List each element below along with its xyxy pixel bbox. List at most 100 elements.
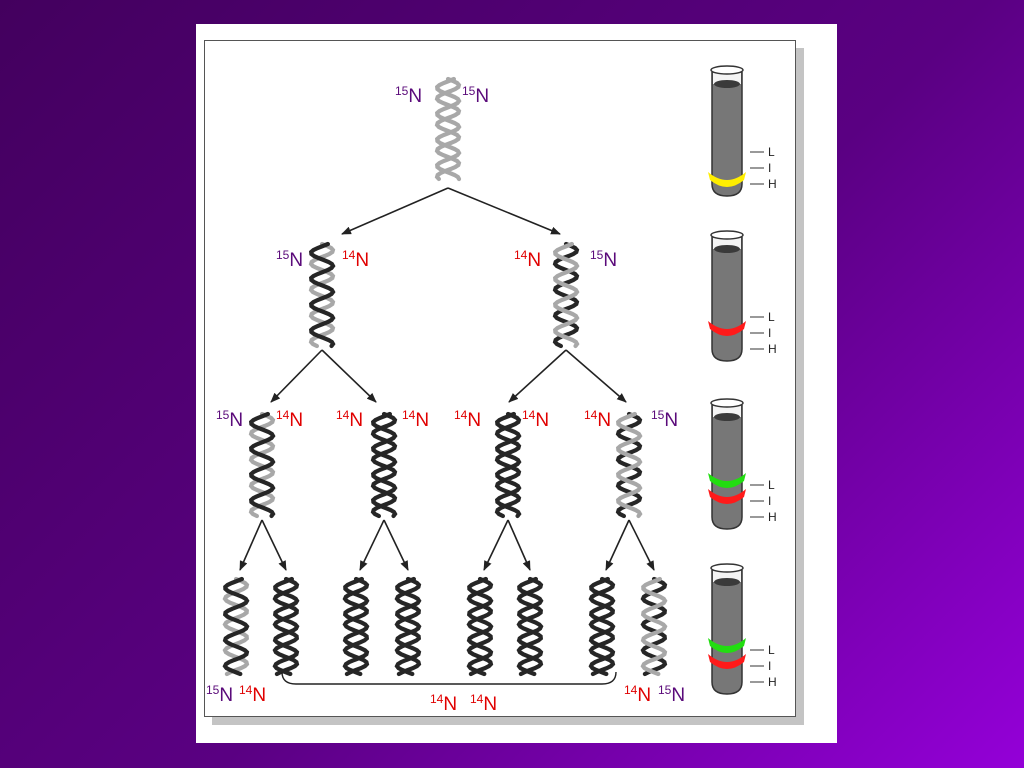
label-gen1-0-right-mass: 14 [342, 248, 356, 262]
helix-gen1-1 [552, 241, 580, 349]
figure-frame [204, 40, 796, 717]
helix-gen2-2 [494, 411, 522, 519]
tube-label-light: L [768, 478, 775, 492]
tube-body [711, 72, 743, 197]
helix-gen2-1 [370, 411, 398, 519]
label-gen3-hybrid-right-b-mass: 15 [658, 683, 672, 697]
label-gen1-1-right: 15N [590, 248, 617, 271]
label-gen1-1-left: 14N [514, 248, 541, 271]
arrow-gen2-3-left [605, 519, 630, 571]
label-gen2-2-left-mass: 14 [454, 408, 468, 422]
tube-meniscus [714, 413, 740, 421]
helix-gen2-0 [248, 411, 276, 519]
tube-label-intermediate: I [768, 326, 771, 340]
tube-label-intermediate: I [768, 659, 771, 673]
tube-label-light: L [768, 643, 775, 657]
label-gen3-light-a-symbol: N [443, 694, 457, 715]
label-gen3-hybrid-right-a-mass: 14 [624, 683, 638, 697]
label-gen2-0-right: 14N [276, 408, 303, 431]
helix-gen3-2 [342, 576, 370, 677]
label-gen2-1-left-symbol: N [349, 410, 363, 431]
centrifuge-tube-2: LIH [708, 230, 777, 362]
tube-rim [710, 230, 744, 240]
label-gen3-light-b-symbol: N [483, 694, 497, 715]
label-gen3-light-a: 14N [430, 692, 457, 715]
label-gen2-1-left-mass: 14 [336, 408, 350, 422]
helix-gen3-0 [222, 576, 250, 677]
label-gen3-hybrid-right-b-symbol: N [671, 685, 685, 706]
arrow-gen2-2-left [483, 519, 509, 571]
label-gen3-hybrid-left-a-mass: 15 [206, 683, 220, 697]
arrow-gen1-0-right [321, 349, 377, 403]
tube-meniscus [714, 578, 740, 586]
label-gen1-1-left-mass: 14 [514, 248, 528, 262]
tube-rim [710, 563, 744, 573]
label-gen0-right-symbol: N [475, 86, 489, 107]
label-gen2-3-right: 15N [651, 408, 678, 431]
helix-gen1-0 [308, 241, 336, 349]
label-gen2-3-right-mass: 15 [651, 408, 665, 422]
arrow-gen0-left [341, 187, 449, 235]
label-gen2-0-left-symbol: N [229, 410, 243, 431]
helix-gen3-7 [640, 576, 668, 677]
helix-gen3-1 [272, 576, 300, 677]
label-gen2-3-left: 14N [584, 408, 611, 431]
arrow-gen2-1-left [359, 519, 385, 571]
label-gen2-0-left-mass: 15 [216, 408, 230, 422]
tube-meniscus [714, 80, 740, 88]
arrow-gen0-right [447, 187, 561, 235]
tube-label-light: L [768, 310, 775, 324]
centrifuge-tube-1: LIH [708, 65, 777, 197]
tube-rim [710, 65, 744, 75]
label-gen3-hybrid-left-b-symbol: N [252, 685, 266, 706]
arrow-gen1-1-left [508, 349, 567, 403]
band-heavy [708, 172, 746, 187]
label-gen0-left-mass: 15 [395, 84, 409, 98]
label-gen2-2-right-symbol: N [535, 410, 549, 431]
label-gen1-1-right-symbol: N [603, 250, 617, 271]
band-intermediate [708, 321, 746, 336]
label-gen3-hybrid-left-b-mass: 14 [239, 683, 253, 697]
label-gen1-1-right-mass: 15 [590, 248, 604, 262]
label-gen1-0-left-mass: 15 [276, 248, 290, 262]
label-gen2-3-right-symbol: N [664, 410, 678, 431]
light-dna-bracket [281, 671, 617, 685]
label-gen1-1-left-symbol: N [527, 250, 541, 271]
tube-meniscus [714, 245, 740, 253]
helix-gen3-3 [394, 576, 422, 677]
label-gen3-light-a-mass: 14 [430, 692, 444, 706]
label-gen3-light-b-mass: 14 [470, 692, 484, 706]
label-gen3-hybrid-left-a-symbol: N [219, 685, 233, 706]
band-light [708, 473, 746, 488]
helix-gen3-5 [516, 576, 544, 677]
label-gen2-3-left-symbol: N [597, 410, 611, 431]
label-gen0-left-symbol: N [408, 86, 422, 107]
label-gen2-0-right-mass: 14 [276, 408, 290, 422]
label-gen0-right-mass: 15 [462, 84, 476, 98]
tube-label-intermediate: I [768, 161, 771, 175]
label-gen2-1-right-mass: 14 [402, 408, 416, 422]
label-gen2-0-left: 15N [216, 408, 243, 431]
label-gen1-0-left-symbol: N [289, 250, 303, 271]
label-gen1-0-left: 15N [276, 248, 303, 271]
tube-body [711, 405, 743, 530]
band-intermediate [708, 654, 746, 669]
label-gen0-left: 15N [395, 84, 422, 107]
tube-label-heavy: H [768, 342, 777, 356]
tube-rim [710, 398, 744, 408]
centrifuge-tube-4: LIH [708, 563, 777, 695]
helix-gen2-3 [615, 411, 643, 519]
helix-gen3-4 [466, 576, 494, 677]
tube-label-light: L [768, 145, 775, 159]
label-gen2-1-right: 14N [402, 408, 429, 431]
band-intermediate [708, 489, 746, 504]
centrifuge-tube-3: LIH [708, 398, 777, 530]
label-gen2-1-left: 14N [336, 408, 363, 431]
helix-gen3-6 [588, 576, 616, 677]
label-gen2-2-right-mass: 14 [522, 408, 536, 422]
label-gen2-2-right: 14N [522, 408, 549, 431]
arrow-gen1-1-right [565, 349, 627, 403]
